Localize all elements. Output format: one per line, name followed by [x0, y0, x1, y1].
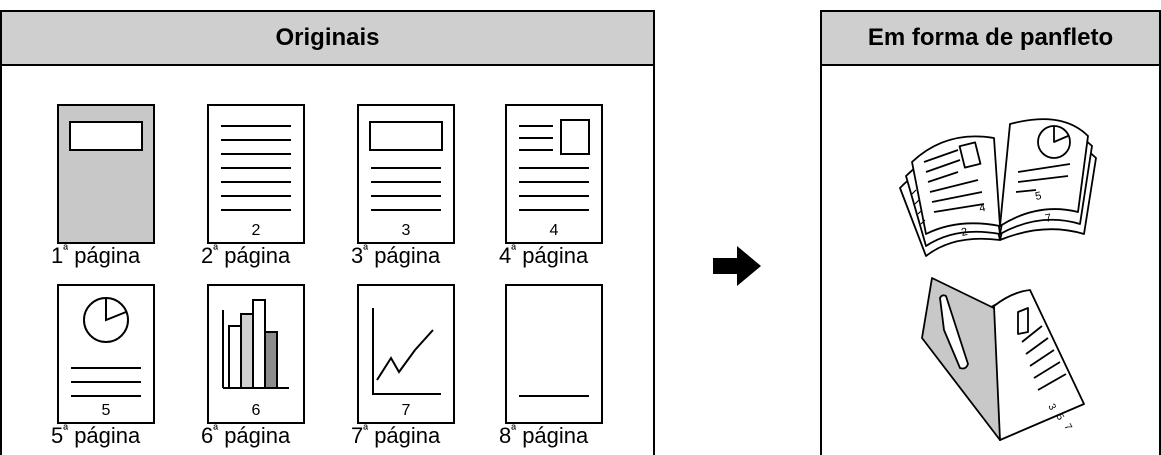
page-7: 7 7ª página — [351, 284, 455, 448]
page-3-number: 3 — [402, 222, 411, 239]
page-8: 8ª página — [499, 284, 603, 448]
originals-title: Originais — [2, 12, 653, 66]
folded-page-number-5: 5 — [1053, 412, 1066, 423]
folded-page-number-7: 7 — [1061, 422, 1074, 433]
originals-panel: Originais 1ª página 2 2ª página — [0, 10, 655, 455]
page-7-number: 7 — [402, 402, 411, 419]
page-4-thumbnail: 4 — [505, 104, 603, 244]
page-2: 2 2ª página — [201, 104, 305, 268]
page-5: 5 5ª página — [51, 284, 155, 448]
page-8-thumbnail — [505, 284, 603, 424]
page-2-number: 2 — [252, 222, 261, 239]
page-7-label: 7ª página — [351, 422, 441, 448]
open-page-number-2: 2 — [960, 226, 968, 239]
open-page-number-7: 7 — [1044, 212, 1052, 225]
page-6-label: 6ª página — [201, 422, 291, 448]
page-5-number: 5 — [102, 402, 111, 419]
page-5-label: 5ª página — [51, 422, 141, 448]
page-4: 4 4ª página — [499, 104, 603, 268]
page-6-number: 6 — [252, 402, 261, 419]
page-2-label: 2ª página — [201, 242, 291, 268]
page-1: 1ª página — [51, 104, 155, 268]
open-booklet-icon — [899, 118, 1097, 257]
page-3: 3 3ª página — [351, 104, 455, 268]
folded-booklet-icon — [921, 277, 1085, 441]
page-1-label: 1ª página — [51, 242, 141, 268]
open-page-number-5: 5 — [1034, 190, 1042, 203]
page-2-thumbnail: 2 — [207, 104, 305, 244]
page-5-thumbnail: 5 — [57, 284, 155, 424]
page-6: 6 6ª página — [201, 284, 305, 448]
page-4-label: 4ª página — [499, 242, 589, 268]
booklet-illustration: 4 2 5 7 3 5 7 — [899, 118, 1097, 441]
page-3-label: 3ª página — [351, 242, 441, 268]
booklet-panel: Em forma de panfleto — [820, 10, 1161, 455]
page-8-label: 8ª página — [499, 422, 589, 448]
page-3-thumbnail: 3 — [357, 104, 455, 244]
page-7-thumbnail: 7 — [357, 284, 455, 424]
open-page-number-4: 4 — [978, 202, 986, 215]
folded-page-number-3: 3 — [1045, 402, 1058, 413]
right-arrow-icon — [713, 246, 761, 286]
page-6-thumbnail: 6 — [207, 284, 305, 424]
page-4-number: 4 — [550, 222, 559, 239]
booklet-title: Em forma de panfleto — [822, 12, 1159, 66]
page-1-thumbnail — [57, 104, 155, 244]
